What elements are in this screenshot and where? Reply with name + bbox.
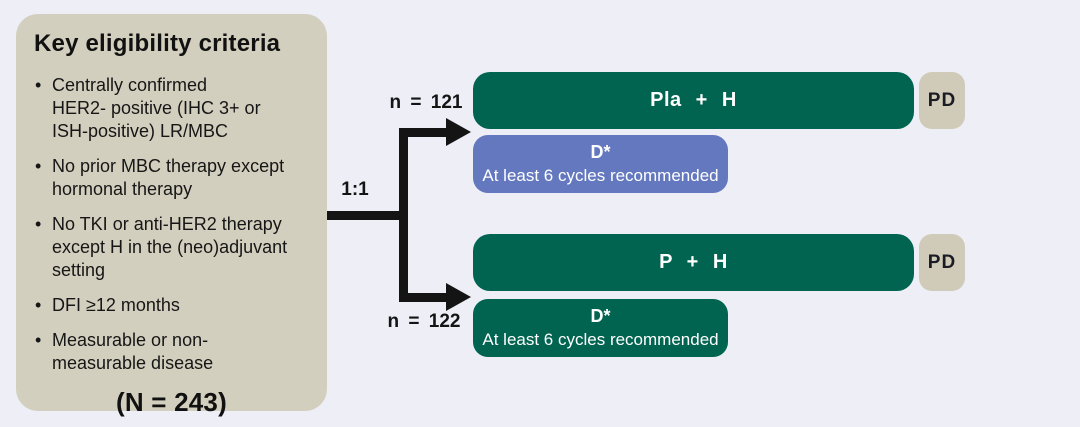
arm1-chemo-title: D*: [590, 142, 611, 162]
eligibility-bullet-list: Centrally confirmed HER2- positive (IHC …: [32, 74, 311, 375]
bullet-line: No prior MBC therapy except: [52, 156, 285, 176]
bullet-line: setting: [52, 260, 106, 280]
bullet-line: Measurable or non-: [52, 330, 209, 350]
randomization-ratio-label: 1:1: [341, 179, 369, 200]
arrow-shaft-bottom: [399, 293, 447, 302]
bullet-line: except H in the (neo)adjuvant: [52, 237, 288, 257]
eligibility-bullet: No prior MBC therapy except hormonal the…: [32, 155, 311, 201]
enrollment-count: (N = 243): [116, 387, 227, 417]
bullet-line: Centrally confirmed: [52, 75, 208, 95]
arrow-right-icon: [446, 118, 471, 146]
arm2-chemo-box: D* At least 6 cycles recommended: [473, 299, 728, 357]
bullet-line: No TKI or anti-HER2 therapy: [52, 214, 282, 234]
randomization-stem-line: [327, 211, 408, 220]
arm1-treatment-bar: Pla + H: [473, 72, 914, 129]
arm2-chemo-note: At least 6 cycles recommended: [482, 330, 719, 349]
arm1-endpoint-badge: PD: [919, 72, 965, 129]
bullet-line: hormonal therapy: [52, 179, 193, 199]
arm2-endpoint-badge: PD: [919, 234, 965, 291]
eligibility-panel: Key eligibility criteria Centrally confi…: [16, 14, 327, 417]
arm2-chemo-title: D*: [590, 306, 611, 326]
arm1-chemo-box: D* At least 6 cycles recommended: [473, 135, 728, 193]
arm1-chemo-note: At least 6 cycles recommended: [482, 166, 719, 185]
arrow-right-icon: [446, 283, 471, 311]
bullet-line: HER2- positive (IHC 3+ or: [52, 98, 261, 118]
bullet-line: measurable disease: [52, 353, 214, 373]
bullet-line: ISH-positive) LR/MBC: [52, 121, 229, 141]
arm2-n-label: n = 122: [387, 311, 461, 332]
eligibility-bullet: Measurable or non- measurable disease: [32, 329, 311, 375]
arm1-n-label: n = 121: [389, 92, 463, 113]
arm2-treatment-bar: P + H: [473, 234, 914, 291]
randomization-branch-line: [399, 128, 408, 302]
eligibility-bullet: No TKI or anti-HER2 therapy except H in …: [32, 213, 311, 282]
eligibility-title: Key eligibility criteria: [34, 30, 281, 57]
arrow-shaft-top: [399, 128, 447, 137]
eligibility-bullet: Centrally confirmed HER2- positive (IHC …: [32, 74, 311, 143]
bullet-line: DFI ≥12 months: [52, 295, 180, 315]
eligibility-bullet: DFI ≥12 months: [32, 294, 311, 317]
